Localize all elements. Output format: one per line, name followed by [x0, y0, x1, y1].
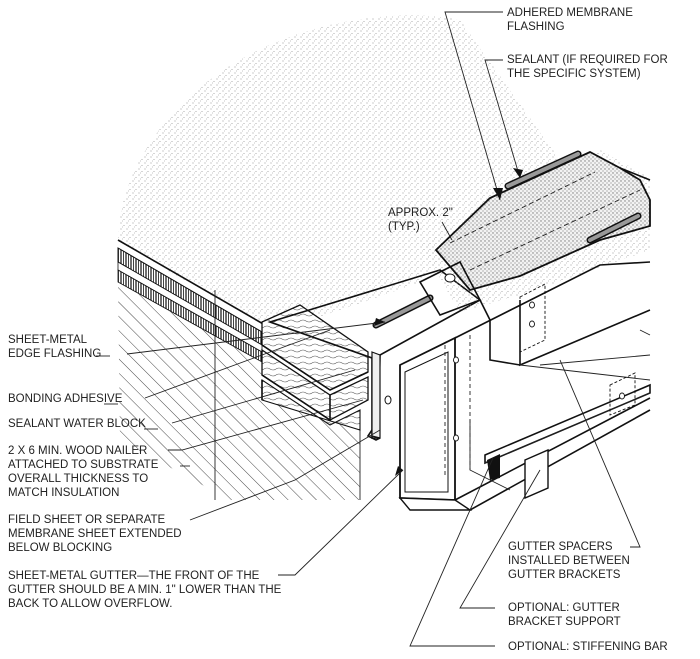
sealant-beads — [372, 150, 642, 329]
label-approx: APPROX. 2"(TYP.) — [388, 207, 453, 233]
substrate-wall — [118, 282, 360, 500]
fastener-icon — [444, 273, 456, 283]
label-sealant-water-block: SEALANT WATER BLOCK — [8, 418, 146, 430]
label-stiffening-bar: OPTIONAL: STIFFENING BAR — [508, 641, 668, 653]
leader-lines — [126, 11, 641, 647]
roof-edge-line — [117, 239, 266, 326]
sheet-metal-gutter — [398, 261, 651, 511]
label-bonding-adhesive: BONDING ADHESIVE — [8, 393, 123, 405]
